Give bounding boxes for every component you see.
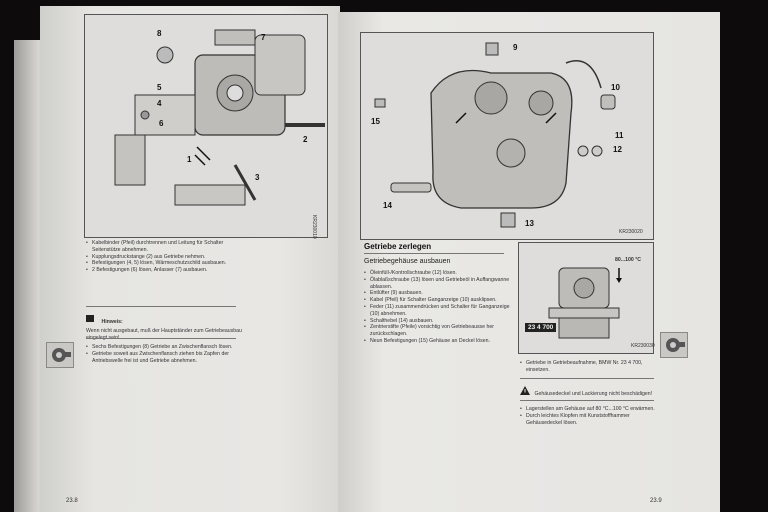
callout-11: 11 <box>615 131 624 140</box>
gearbox-housing-drawing <box>374 42 616 228</box>
list-item: Entlüfter (9) ausbauen. <box>364 290 514 297</box>
list-item: 2 Befestigungen (6) lösen, Anlasser (7) … <box>86 267 246 274</box>
fixture-figure: 80...100 °C 23 4 700 KR230030 <box>518 242 655 354</box>
fixture-bullet-list: Getriebe in Getriebeaufnahme, BMW Nr. 23… <box>520 360 656 374</box>
callout-13: 13 <box>525 219 534 228</box>
list-item: Befestigungen (4, 5) lösen, Wärmeschutzs… <box>86 260 246 267</box>
callout-6: 6 <box>159 119 164 128</box>
right-bullet-list: Öleinfüll-/Kontrollschraube (12) lösen. … <box>364 270 514 345</box>
callout-12: 12 <box>613 145 622 154</box>
callout-10: 10 <box>611 83 620 92</box>
figure-code: KR230030 <box>631 343 655 349</box>
list-item: Schalthebel (14) ausbauen. <box>364 318 514 325</box>
divider <box>86 338 236 339</box>
page-number: 23.9 <box>650 498 662 504</box>
list-item: Neun Befestigungen (15) Gehäuse an Decke… <box>364 338 514 345</box>
left-exploded-diagram: 8 7 5 4 6 2 1 3 KR230010 <box>84 14 328 239</box>
figure-code: KR230020 <box>619 229 643 235</box>
right-page: 9 10 11 12 13 14 15 KR230020 Getriebe ze… <box>338 12 720 512</box>
list-item: Feder (11) zusammendrücken und Schalter … <box>364 304 514 318</box>
callout-7: 7 <box>261 33 266 42</box>
callout-8: 8 <box>157 29 162 38</box>
list-item: Kabelbinder (Pfeil) durchtrennen und Lei… <box>86 240 246 254</box>
section-heading: Getriebe zerlegen <box>364 242 432 251</box>
right-exploded-diagram: 9 10 11 12 13 14 15 KR230020 <box>360 32 654 240</box>
left-bullet-list: Kabelbinder (Pfeil) durchtrennen und Lei… <box>86 240 246 274</box>
list-item: Öleinfüll-/Kontrollschraube (12) lösen. <box>364 270 514 277</box>
figure-code: KR230010 <box>311 215 317 239</box>
gearbox-fixture-drawing <box>548 267 622 339</box>
callout-2: 2 <box>303 135 308 144</box>
warning-triangle-icon <box>520 386 530 396</box>
final-bullet-list: Lagerstellen am Gehäuse auf 80 °C...100 … <box>520 406 656 426</box>
gearbox-icon <box>660 332 688 358</box>
list-item: Ölablaßschraube (13) lösen und Getriebeö… <box>364 277 514 291</box>
temperature-label: 80...100 °C <box>615 257 642 263</box>
list-item: Zentrierstifte (Pfeile) vorsichtig von G… <box>364 324 514 338</box>
left-page: 8 7 5 4 6 2 1 3 KR230010 Kabelbinder (Pf… <box>40 6 340 512</box>
callout-3: 3 <box>255 173 260 182</box>
callout-5: 5 <box>157 83 162 92</box>
callout-14: 14 <box>383 201 392 210</box>
note-box: Hinweis: Wenn nicht ausgebaut, muß der H… <box>86 310 246 341</box>
divider <box>364 253 504 254</box>
divider <box>520 400 654 401</box>
callout-4: 4 <box>157 99 162 108</box>
list-item: Durch leichtes Klopfen mit Kunststoffham… <box>520 413 656 427</box>
left-bullet-list-2: Sechs Befestigungen (8) Getriebe an Zwis… <box>86 344 246 364</box>
section-subheading: Getriebegehäuse ausbauen <box>364 258 451 265</box>
list-item: Sechs Befestigungen (8) Getriebe an Zwis… <box>86 344 246 351</box>
list-item: Getriebe soweit aus Zwischenflansch zieh… <box>86 351 246 365</box>
warning-text: Gehäusedeckel und Lackierung nicht besch… <box>534 391 653 397</box>
callout-1: 1 <box>187 155 192 164</box>
tool-number-badge: 23 4 700 <box>525 323 557 332</box>
note-text: Wenn nicht ausgebaut, muß der Hauptständ… <box>86 328 242 341</box>
list-item: Kabel (Pfeil) für Schalter Ganganzeige (… <box>364 297 514 304</box>
list-item: Lagerstellen am Gehäuse auf 80 °C...100 … <box>520 406 656 413</box>
gearbox-removal-drawing <box>114 29 325 206</box>
note-title: Hinweis: <box>101 319 123 325</box>
warning-box: Gehäusedeckel und Lackierung nicht besch… <box>520 382 656 400</box>
page-number: 23.8 <box>66 498 78 504</box>
callout-9: 9 <box>513 43 518 52</box>
list-item: Getriebe in Getriebeaufnahme, BMW Nr. 23… <box>520 360 656 374</box>
divider <box>86 306 236 307</box>
note-icon <box>86 315 94 323</box>
callout-15: 15 <box>371 117 380 126</box>
gearbox-icon <box>46 342 74 368</box>
list-item: Kupplungsdruckstange (2) aus Getriebe ne… <box>86 254 246 261</box>
divider <box>520 378 654 379</box>
